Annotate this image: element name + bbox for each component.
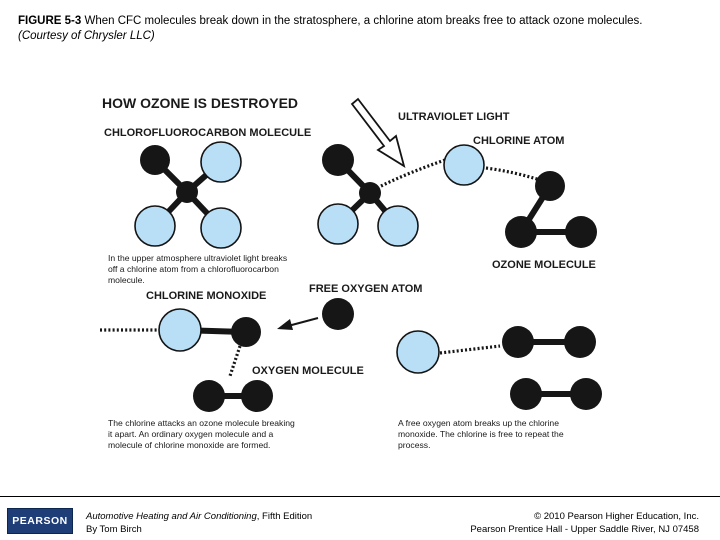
note-step2-line3: molecule of chlorine monoxide are formed… <box>108 440 270 450</box>
free-chlorine-atom <box>443 144 485 186</box>
chlorine-monoxide-step3 <box>396 326 602 410</box>
footer-divider <box>0 496 720 497</box>
uv-arrow <box>350 97 406 168</box>
cfc-molecule <box>134 141 242 249</box>
label-oxygen-molecule: OXYGEN MOLECULE <box>252 365 364 377</box>
chlorine-monoxide-step2 <box>100 308 273 412</box>
fluorine-atom <box>317 203 359 245</box>
ozone-molecule <box>505 171 597 248</box>
chlorine-atom <box>396 330 440 374</box>
cfc-molecule-uv <box>317 97 541 247</box>
note-step1-line2: off a chlorine atom from a chlorofluoroc… <box>108 264 279 274</box>
ozone-destruction-diagram: HOW OZONE IS DESTROYED CHLOROFLUOROCARBO… <box>100 95 602 450</box>
logo-text: PEARSON <box>12 515 68 527</box>
oxygen-atom <box>505 216 537 248</box>
note-step3-line1: A free oxygen atom breaks up the chlorin… <box>398 418 559 428</box>
note-step2-line2: it apart. An ordinary oxygen molecule an… <box>108 429 274 439</box>
publisher-line: Pearson Prentice Hall - Upper Saddle Riv… <box>470 524 699 535</box>
chlorine-atom <box>140 145 170 175</box>
chlorine-atom <box>322 144 354 176</box>
label-chlorine-atom: CHLORINE ATOM <box>473 135 564 147</box>
copyright-line: © 2010 Pearson Higher Education, Inc. <box>534 511 699 522</box>
note-step1-line3: molecule. <box>108 275 145 285</box>
oxygen-atom <box>502 326 534 358</box>
oxygen-atom <box>241 380 273 412</box>
fluorine-atom <box>200 207 242 249</box>
fluorine-atom <box>377 205 419 247</box>
note-step3-line3: process. <box>398 440 430 450</box>
label-ozone: OZONE MOLECULE <box>492 259 596 271</box>
pearson-logo: PEARSON <box>7 508 73 534</box>
carbon-atom <box>359 182 381 204</box>
arrow-left-icon <box>277 319 293 330</box>
free-oxygen-atom <box>322 298 354 330</box>
oxygen-atom <box>564 326 596 358</box>
copyright-block: © 2010 Pearson Higher Education, Inc. Pe… <box>470 510 699 536</box>
label-chlorine-monoxide: CHLORINE MONOXIDE <box>146 290 266 302</box>
note-step3-line2: monoxide. The chlorine is free to repeat… <box>398 429 564 439</box>
label-uv: ULTRAVIOLET LIGHT <box>398 111 510 123</box>
book-author: By Tom Birch <box>86 524 142 535</box>
caption-credit: (Courtesy of Chrysler LLC) <box>18 30 155 42</box>
fluorine-atom <box>134 205 176 247</box>
broken-bond <box>228 345 242 377</box>
note-step1-line1: In the upper atmosphere ultraviolet ligh… <box>108 253 287 263</box>
book-title: Automotive Heating and Air Conditioning <box>86 511 257 522</box>
oxygen-atom <box>565 216 597 248</box>
free-oxygen-group <box>277 298 354 330</box>
chlorine-atom <box>158 308 202 352</box>
broken-bond <box>439 344 501 355</box>
diagram-title: HOW OZONE IS DESTROYED <box>102 95 298 111</box>
chlorine-path <box>485 166 541 182</box>
oxygen-atom <box>570 378 602 410</box>
oxygen-atom <box>193 380 225 412</box>
caption-text: When CFC molecules break down in the str… <box>81 15 643 27</box>
carbon-atom <box>176 181 198 203</box>
oxygen-atom <box>535 171 565 201</box>
broken-bond <box>380 158 446 188</box>
fluorine-atom <box>200 141 242 183</box>
oxygen-atom <box>510 378 542 410</box>
label-cfc: CHLOROFLUOROCARBON MOLECULE <box>104 127 311 139</box>
book-credit: Automotive Heating and Air Conditioning,… <box>86 510 312 536</box>
figure-caption: FIGURE 5-3 When CFC molecules break down… <box>18 14 708 44</box>
note-step2-line1: The chlorine attacks an ozone molecule b… <box>108 418 295 428</box>
oxygen-atom <box>231 317 261 347</box>
figure-label: FIGURE 5-3 <box>18 15 82 27</box>
label-free-oxygen: FREE OXYGEN ATOM <box>309 283 422 295</box>
book-edition: , Fifth Edition <box>256 511 313 522</box>
